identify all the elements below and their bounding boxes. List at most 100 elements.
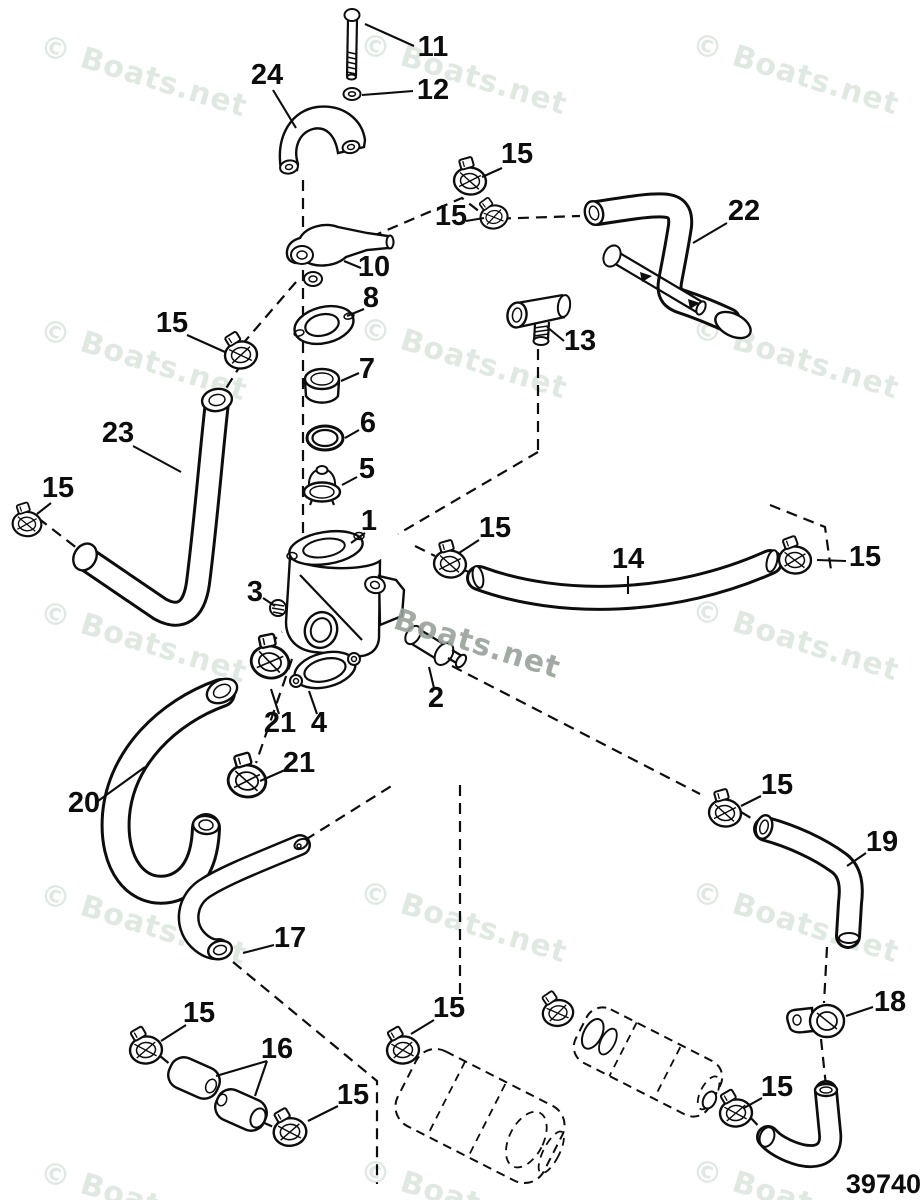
watermark-text: © Boats.net — [688, 874, 904, 970]
hose-clamp — [776, 533, 814, 576]
callout-leader — [97, 766, 146, 802]
callout-15: 15 — [501, 138, 533, 170]
part-hose-19 — [753, 814, 864, 949]
callout-leader — [743, 1097, 763, 1109]
callout-6: 6 — [360, 407, 376, 439]
callout-8: 8 — [363, 282, 379, 314]
callout-15: 15 — [156, 307, 188, 339]
callout-leader — [361, 89, 414, 97]
part-tee-fitting — [506, 293, 572, 346]
callout-24: 24 — [251, 59, 283, 91]
callout-22: 22 — [728, 195, 760, 227]
callout-leader — [272, 89, 297, 129]
callout-11: 11 — [418, 31, 449, 63]
part-hoses-16 — [167, 1056, 268, 1132]
hose-clamp — [475, 192, 511, 233]
callout-leader — [242, 943, 275, 955]
hose-clamp — [126, 1022, 165, 1067]
part-housing — [284, 529, 406, 658]
callout-leader — [36, 502, 52, 515]
part-hose-14 — [466, 549, 783, 611]
callout-leader — [458, 539, 480, 554]
callout-leader — [364, 23, 415, 47]
part-hose-17 — [177, 834, 311, 961]
callout-21: 21 — [264, 707, 296, 739]
callout-7: 7 — [359, 353, 375, 385]
callout-leader — [259, 769, 286, 782]
part-bolt — [343, 8, 361, 81]
callout-leader — [341, 476, 358, 486]
watermark-text: © Boats.net — [36, 1154, 252, 1200]
part-thermostat-cover — [285, 223, 395, 287]
part-gasket-upper — [293, 304, 355, 346]
hose-clamp — [537, 986, 577, 1030]
callout-15: 15 — [42, 472, 74, 504]
callout-leader — [740, 795, 762, 807]
part-hose-22 — [583, 192, 752, 340]
part-washer — [342, 87, 362, 101]
callout-leader — [343, 260, 362, 269]
callout-leader — [816, 558, 847, 563]
ghost-pump-assembly-right — [572, 1006, 724, 1118]
watermark-text: © Boats.net — [688, 592, 904, 688]
part-hose-20 — [100, 677, 239, 905]
watermark-text: © Boats.net — [688, 26, 904, 122]
callout-15: 15 — [337, 1079, 369, 1111]
part-seal-ring — [305, 424, 345, 452]
callout-leader — [845, 1006, 874, 1017]
callout-leader — [269, 688, 281, 715]
callout-leader — [254, 1060, 268, 1097]
hose-clamp — [220, 327, 260, 372]
hose-clamp-21 — [224, 748, 272, 801]
callout-leader — [346, 308, 365, 317]
hose-clamp — [10, 499, 45, 539]
part-elbow-hose — [756, 1080, 843, 1168]
callout-leader — [308, 690, 318, 715]
callout-12: 12 — [417, 74, 449, 106]
callout-3: 3 — [247, 576, 263, 608]
watermark-text: © Boats.net — [356, 1152, 572, 1200]
callout-leader — [215, 1059, 268, 1078]
callout-10: 10 — [358, 251, 390, 283]
part-hose-23 — [72, 387, 234, 627]
callout-leader — [186, 334, 226, 353]
callout-15: 15 — [479, 512, 511, 544]
callout-leader — [546, 326, 565, 342]
part-bypass-tube — [602, 244, 707, 316]
watermark-text: © Boats.net — [356, 874, 572, 970]
callout-leader — [692, 222, 728, 244]
callout-14: 14 — [612, 543, 644, 575]
callout-16: 16 — [261, 1033, 293, 1065]
callout-15: 15 — [435, 200, 467, 232]
callout-20: 20 — [68, 787, 100, 819]
callout-2: 2 — [428, 682, 444, 714]
part-sleeve — [303, 367, 341, 404]
callout-15: 15 — [761, 769, 793, 801]
callout-1: 1 — [361, 505, 377, 537]
callout-4: 4 — [311, 707, 327, 739]
callout-leader — [350, 532, 366, 544]
part-thermostat — [302, 465, 342, 506]
hose-clamp-21 — [246, 628, 296, 683]
callout-23: 23 — [102, 417, 134, 449]
part-clamp-bracket-18 — [786, 1003, 846, 1039]
drawing-number: 39740 — [846, 1169, 921, 1199]
hose-clamp — [383, 1022, 422, 1067]
callout-leader — [427, 666, 436, 689]
hose-clamp — [269, 1104, 309, 1149]
callout-leader — [160, 1024, 187, 1042]
hose-clamp — [706, 785, 746, 830]
part-clamp-bracket — [278, 105, 367, 175]
callout-17: 17 — [274, 922, 306, 954]
watermark-text: Boats.net — [390, 602, 565, 686]
callout-15: 15 — [433, 992, 465, 1024]
watermark-text: © Boats.net — [356, 26, 572, 122]
callout-leader — [307, 1105, 339, 1122]
hose-clamp — [431, 536, 471, 581]
hose-clamp — [716, 1085, 755, 1130]
callout-21: 21 — [283, 747, 315, 779]
callout-5: 5 — [359, 453, 375, 485]
part-plug — [269, 599, 287, 617]
